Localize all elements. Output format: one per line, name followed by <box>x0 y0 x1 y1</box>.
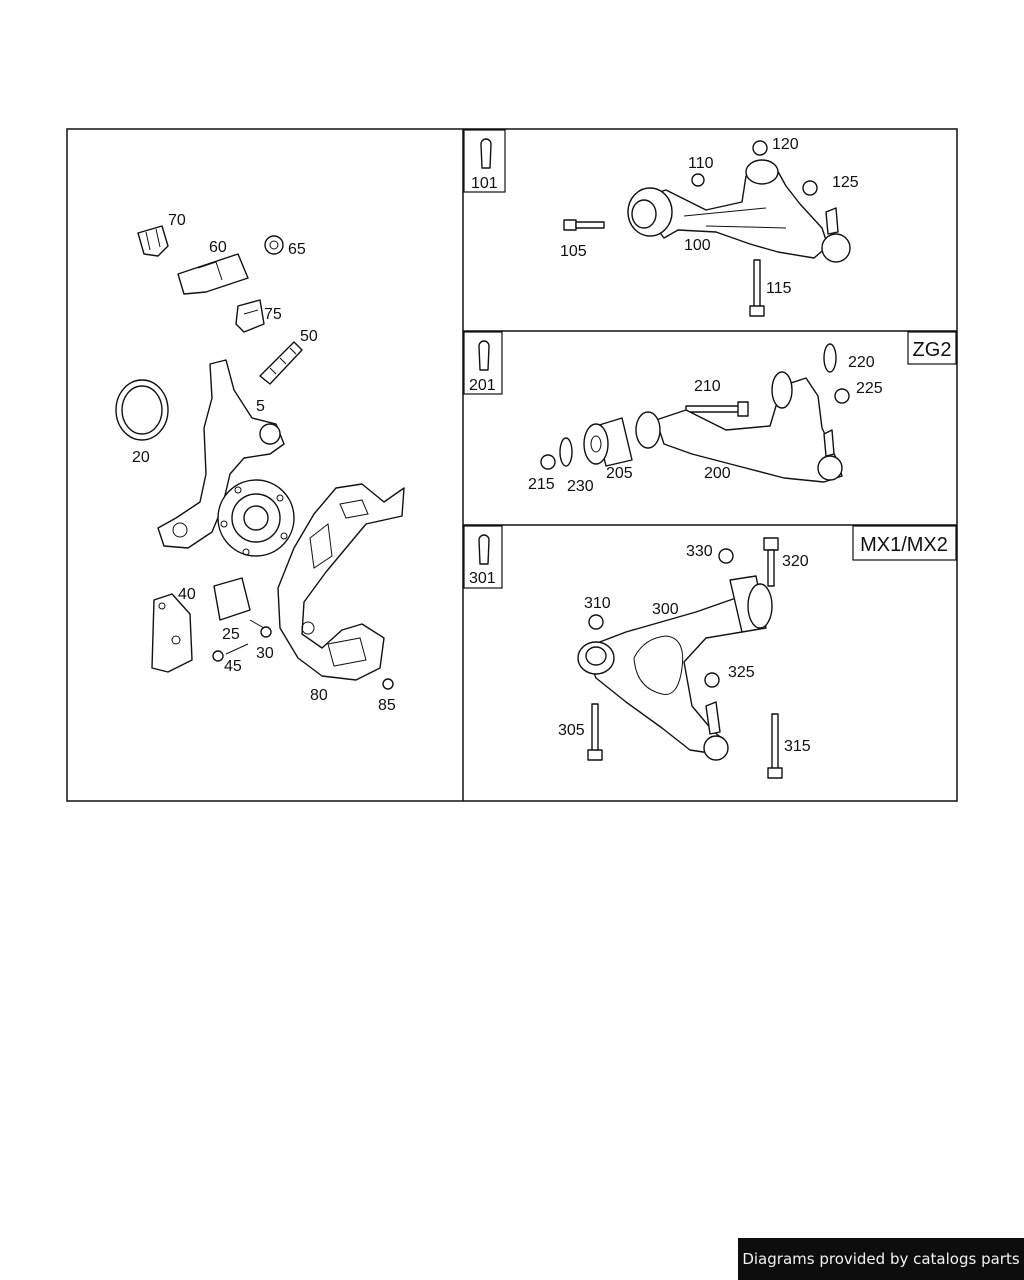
screw-part-30 <box>260 626 272 638</box>
label-70: 70 <box>168 212 186 229</box>
bolt-part-115 <box>749 259 765 317</box>
seal-ring-part-20 <box>115 379 169 441</box>
label-205: 205 <box>606 465 633 482</box>
nut-part-225 <box>834 388 850 404</box>
ref-301: 301 <box>469 570 496 587</box>
nut-part-125 <box>802 180 818 196</box>
upper-arm-zg2-panel: 201 ZG2 220 <box>463 331 957 495</box>
nut-part-330 <box>718 548 734 564</box>
clip-part-70 <box>137 225 169 257</box>
label-25: 25 <box>222 626 240 643</box>
label-30: 30 <box>256 645 274 662</box>
steering-knuckle-part-5 <box>157 359 295 557</box>
label-220: 220 <box>848 354 875 371</box>
bracket-part-60 <box>177 253 249 295</box>
variant-tag-mx1-mx2: MX1/MX2 <box>860 534 948 556</box>
nut-part-325 <box>704 672 720 688</box>
label-110: 110 <box>688 155 714 172</box>
label-40: 40 <box>178 586 196 603</box>
label-200: 200 <box>704 465 731 482</box>
label-105: 105 <box>560 243 587 260</box>
credit-banner: Diagrams provided by catalogs parts <box>738 1238 1024 1280</box>
bolt-part-305 <box>587 703 603 761</box>
bolt-part-315 <box>767 713 783 779</box>
ref-box-201: 201 <box>463 331 503 395</box>
bolt-part-320 <box>763 537 779 587</box>
variant-tag-zg2: ZG2 <box>913 339 952 361</box>
ref-101: 101 <box>471 175 498 192</box>
diagram-frame <box>66 128 958 802</box>
label-225: 225 <box>856 380 883 397</box>
screw-part-45 <box>212 650 224 662</box>
bracket-part-40 <box>151 593 193 673</box>
label-305: 305 <box>558 722 585 739</box>
label-210: 210 <box>694 378 721 395</box>
label-300: 300 <box>652 601 679 618</box>
label-50: 50 <box>300 328 318 345</box>
nut-part-120 <box>752 140 768 156</box>
parts-diagram: 70 60 65 75 50 5 20 40 25 30 45 80 85 10… <box>66 128 958 802</box>
label-125: 125 <box>832 174 859 191</box>
lower-arm-part-300 <box>577 575 773 761</box>
lower-arm-panel: 301 MX1/MX2 <box>463 525 957 779</box>
connector-part-75 <box>235 299 265 333</box>
bolt-part-85 <box>382 678 394 690</box>
nut-part-215 <box>540 454 556 470</box>
bolt-part-210 <box>685 401 749 417</box>
variant-tag-zg2-box: ZG2 <box>907 331 957 365</box>
nut-part-110 <box>691 173 705 187</box>
ref-box-101: 101 <box>463 129 506 193</box>
label-330: 330 <box>686 543 713 560</box>
dust-shield-part-80 <box>277 483 405 681</box>
label-230: 230 <box>567 478 594 495</box>
upper-arm-panel: 101 120 110 125 105 100 <box>463 129 859 317</box>
label-115: 115 <box>766 280 792 297</box>
ref-box-301: 301 <box>463 525 503 589</box>
nut-part-65 <box>264 235 284 255</box>
shield-part-25 <box>213 577 251 621</box>
label-85: 85 <box>378 697 396 714</box>
washer-part-220 <box>823 343 837 373</box>
label-315: 315 <box>784 738 811 755</box>
bushing-part-205 <box>583 417 633 467</box>
credit-text: Diagrams provided by catalogs parts <box>742 1250 1020 1268</box>
ref-201: 201 <box>469 377 496 394</box>
label-80: 80 <box>310 687 328 704</box>
washer-part-230 <box>559 437 573 467</box>
label-310: 310 <box>584 595 611 612</box>
label-5: 5 <box>256 398 265 415</box>
label-65: 65 <box>288 241 306 258</box>
bolt-part-105 <box>563 219 605 231</box>
sensor-part-50 <box>259 341 303 385</box>
label-60: 60 <box>209 239 227 256</box>
label-320: 320 <box>782 553 809 570</box>
label-100: 100 <box>684 237 711 254</box>
nut-part-310 <box>588 614 604 630</box>
label-20: 20 <box>132 449 150 466</box>
label-120: 120 <box>772 136 799 153</box>
label-45: 45 <box>224 658 242 675</box>
label-215: 215 <box>528 476 555 493</box>
upper-arm-part-200 <box>635 371 843 483</box>
variant-tag-mx-box: MX1/MX2 <box>852 525 957 561</box>
label-325: 325 <box>728 664 755 681</box>
knuckle-panel: 70 60 65 75 50 5 20 40 25 30 45 80 85 <box>115 212 405 714</box>
upper-arm-part-100 <box>627 159 851 263</box>
label-75: 75 <box>264 306 282 323</box>
